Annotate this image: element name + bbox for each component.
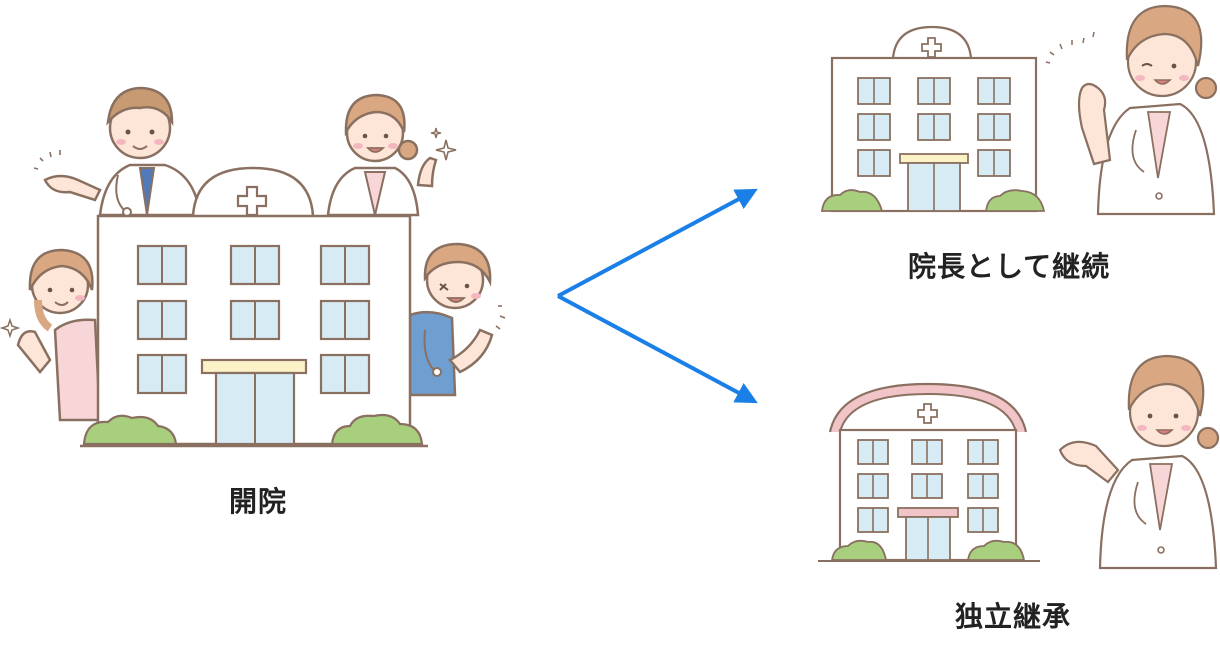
label-open: 開院 bbox=[229, 485, 288, 518]
hospital-building-icon bbox=[820, 25, 1046, 213]
continue-as-director-illustration bbox=[820, 4, 1218, 216]
arrow-to-succession bbox=[557, 294, 758, 404]
independent-succession-illustration bbox=[818, 354, 1220, 570]
nurse-left-figure bbox=[0, 248, 102, 422]
hospital-building-icon bbox=[80, 166, 428, 448]
opening-hospital-illustration bbox=[0, 86, 506, 448]
male-doctor-figure bbox=[33, 86, 202, 217]
medical-cross-icon bbox=[917, 403, 938, 424]
hospital-building-icon bbox=[818, 382, 1040, 562]
label-independent-succession: 独立継承 bbox=[955, 600, 1072, 633]
female-doctor-figure bbox=[326, 93, 457, 217]
nurse-right-figure bbox=[408, 242, 506, 397]
female-doctor-figure bbox=[1058, 354, 1220, 570]
arrow-to-continue bbox=[557, 188, 758, 298]
branch-arrows bbox=[557, 188, 758, 404]
female-doctor-figure bbox=[1045, 4, 1218, 216]
label-continue-as-director: 院長として継続 bbox=[908, 250, 1111, 283]
